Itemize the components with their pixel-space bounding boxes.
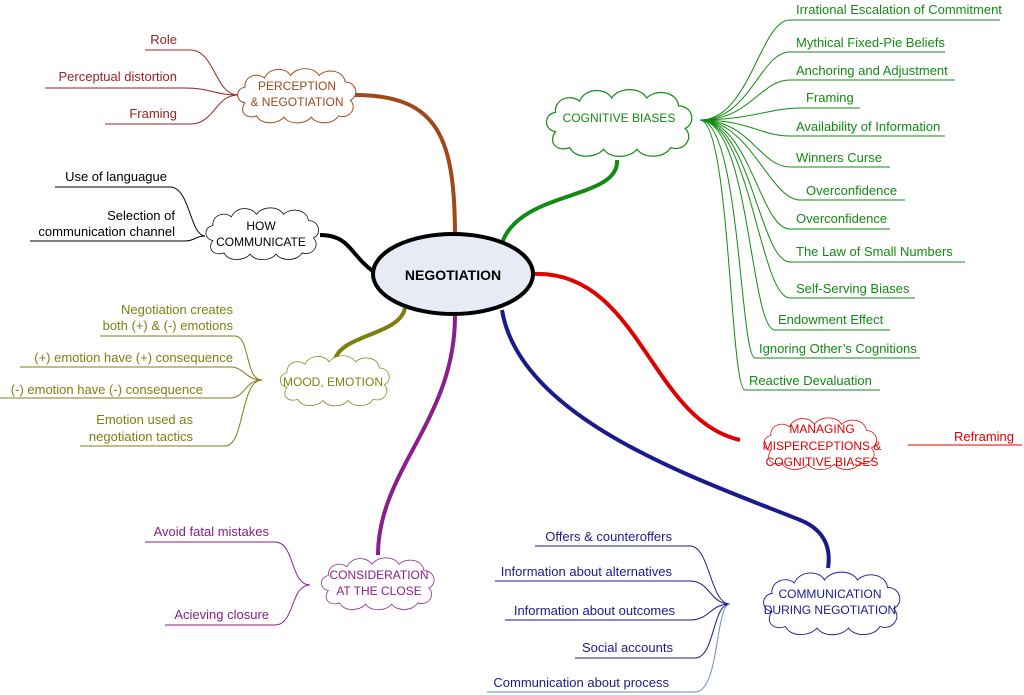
communication-item-alternatives: Information about alternatives: [501, 564, 673, 579]
managing-label-2: MISPERCEPTIONS &: [763, 439, 882, 453]
communicate-item-selection: Selection of: [107, 208, 175, 223]
connector-communication: [500, 309, 831, 569]
close-branch: CONSIDERATION AT THE CLOSE Avoid fatal m…: [145, 524, 435, 626]
cognitive-item-endowment: Endowment Effect: [778, 312, 884, 327]
center-title: NEGOTIATION: [405, 267, 501, 283]
close-label-2: AT THE CLOSE: [336, 584, 421, 598]
communicate-item-channel: communication channel: [38, 224, 175, 239]
cognitive-item-anchoring: Anchoring and Adjustment: [796, 63, 948, 78]
connector-managing: [532, 271, 741, 442]
perception-item-framing: Framing: [129, 106, 177, 121]
cognitive-item-self-serving: Self-Serving Biases: [796, 281, 910, 296]
communicate-branch: HOW COMMUNICATE Use of languague Selecti…: [30, 169, 319, 261]
cognitive-item-small-numbers: The Law of Small Numbers: [796, 244, 953, 259]
communicate-label-2: COMMUNICATE: [216, 235, 306, 249]
communicate-item-language: Use of languague: [65, 169, 167, 184]
communication-item-outcomes: Information about outcomes: [514, 603, 676, 618]
perception-branch: PERCEPTION & NEGOTIATION Role Perceptual…: [45, 32, 357, 125]
cognitive-item-fixed-pie: Mythical Fixed-Pie Beliefs: [796, 35, 945, 50]
managing-branch: MANAGING MISPERCEPTIONS & COGNITIVE BIAS…: [763, 417, 1022, 471]
managing-label-3: COGNITIVE BIASES: [766, 455, 879, 469]
cognitive-item-overconfidence-2: Overconfidence: [796, 211, 887, 226]
communication-label-1: COMMUNICATION: [778, 587, 881, 601]
communication-item-social-accounts: Social accounts: [582, 640, 674, 655]
connector-perception: [354, 93, 457, 239]
cognitive-label: COGNITIVE BIASES: [563, 111, 676, 125]
communicate-label-1: HOW: [246, 219, 276, 233]
communication-label-2: DURING NEGOTIATION: [764, 603, 896, 617]
mood-label: MOOD, EMOTION: [283, 375, 383, 389]
cognitive-item-overconfidence-1: Overconfidence: [806, 183, 897, 198]
cognitive-item-availability: Availability of Information: [796, 119, 940, 134]
connector-communicate: [319, 233, 376, 274]
cognitive-item-reactive-devaluation: Reactive Devaluation: [749, 373, 872, 388]
cognitive-branch: COGNITIVE BIASES Irrational Escalation o…: [545, 2, 1002, 391]
mood-item-tactics-1: Emotion used as: [96, 412, 193, 427]
mood-branch: MOOD, EMOTION Negotiation creates both (…: [0, 302, 390, 447]
close-item-closure: Acieving closure: [174, 607, 269, 622]
perception-item-distortion: Perceptual distortion: [58, 69, 177, 84]
close-item-fatal-mistakes: Avoid fatal mistakes: [154, 524, 270, 539]
communication-branch: COMMUNICATION DURING NEGOTIATION Offers …: [487, 529, 901, 693]
communication-item-process: Communication about process: [493, 675, 669, 690]
connector-mood: [333, 307, 407, 361]
mood-item-tactics-2: negotiation tactics: [89, 429, 194, 444]
cognitive-item-winners-curse: Winners Curse: [796, 150, 882, 165]
perception-label-2: & NEGOTIATION: [250, 95, 343, 109]
cognitive-item-ignoring-others: Ignoring Other’s Cognitions: [759, 341, 917, 356]
managing-item-reframing: Reframing: [954, 429, 1014, 444]
close-label-1: CONSIDERATION: [329, 568, 428, 582]
perception-item-role: Role: [150, 32, 177, 47]
connector-cognitive: [500, 159, 620, 244]
mood-item-creates-1: Negotiation creates: [121, 302, 234, 317]
cognitive-item-framing: Framing: [806, 90, 854, 105]
mood-item-positive: (+) emotion have (+) consequence: [34, 350, 233, 365]
mood-item-negative: (-) emotion have (-) consequence: [11, 382, 203, 397]
cognitive-item-escalation: Irrational Escalation of Commitment: [796, 2, 1002, 17]
mood-item-creates-2: both (+) & (-) emotions: [103, 318, 234, 333]
communication-item-offers: Offers & counteroffers: [545, 529, 672, 544]
center-ellipse: [371, 232, 535, 316]
managing-label-1: MANAGING: [789, 422, 854, 436]
connector-close: [376, 315, 457, 556]
perception-label-1: PERCEPTION: [258, 79, 336, 93]
